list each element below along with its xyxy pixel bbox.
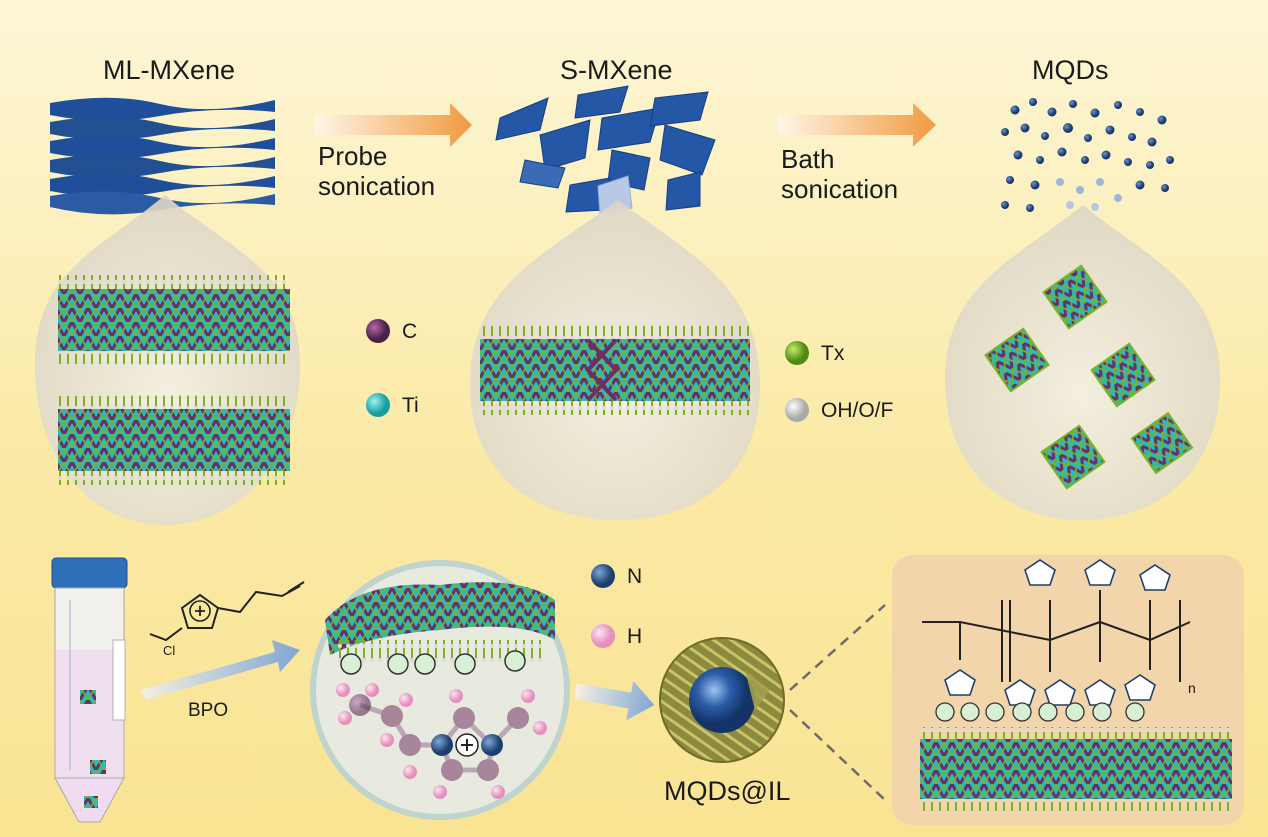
legend-n-label: N (627, 565, 643, 588)
polymer-mxene-lattice (920, 727, 1232, 811)
bath-sonication-label: Bath sonication (781, 144, 899, 204)
legend-ti-label: Ti (402, 394, 419, 417)
bath-sonication-arrow (778, 103, 936, 147)
mqd-tile-4 (1040, 424, 1106, 490)
legend-tx-label: Tx (821, 342, 845, 365)
s-mxene-flakes (495, 85, 716, 215)
bpo-label: BPO (188, 700, 229, 721)
mqd-tile-2 (984, 327, 1050, 393)
legend-h-label: H (627, 625, 643, 648)
ml-mxene-stack (50, 97, 275, 215)
legend-n-sphere (591, 564, 615, 588)
dashed-connector-bottom (789, 709, 886, 801)
ball-and-stick-cation (336, 683, 547, 799)
negative-charges (340, 650, 526, 675)
ml-mxene-lattice-bottom (58, 395, 290, 485)
mqds-dots (1001, 98, 1174, 212)
legend-h-sphere (591, 624, 615, 648)
interface-mxene-layer (325, 582, 555, 662)
mqds-il-title: MQDs@IL (664, 776, 791, 806)
mqd-tile-3 (1090, 342, 1156, 408)
bpo-arrow (140, 640, 300, 700)
s-mxene-lattice (480, 325, 750, 415)
legend-ti-sphere (366, 393, 390, 417)
dashed-connector-top (789, 604, 886, 691)
imidazolium-rings (944, 559, 1171, 706)
centrifuge-tube (51, 557, 128, 823)
legend-ohof-label: OH/O/F (821, 399, 894, 422)
legend-ohof-sphere (785, 398, 809, 422)
legend-tx-sphere (785, 341, 809, 365)
to-mqds-il-arrow (574, 680, 655, 721)
s-mxene-title: S-MXene (560, 55, 673, 85)
ionic-liquid-monomer (149, 581, 305, 642)
probe-sonication-label: Probe sonication (318, 141, 436, 201)
mqd-tile-5 (1130, 411, 1194, 475)
ml-mxene-title: ML-MXene (103, 55, 236, 85)
legend-c-sphere (366, 319, 390, 343)
legend-c-label: C (402, 320, 418, 343)
chloride-label: Cl (163, 643, 176, 658)
ml-mxene-lattice-top (58, 275, 290, 365)
mqd-tile-1 (1042, 264, 1108, 330)
polymer-subscript-n: n (1188, 680, 1196, 696)
mqds-title: MQDs (1032, 55, 1109, 85)
probe-sonication-arrow (315, 103, 472, 147)
mqds-il-sphere (659, 637, 785, 763)
polymer-backbone (922, 590, 1191, 682)
polymer-minus-row (935, 702, 1145, 722)
